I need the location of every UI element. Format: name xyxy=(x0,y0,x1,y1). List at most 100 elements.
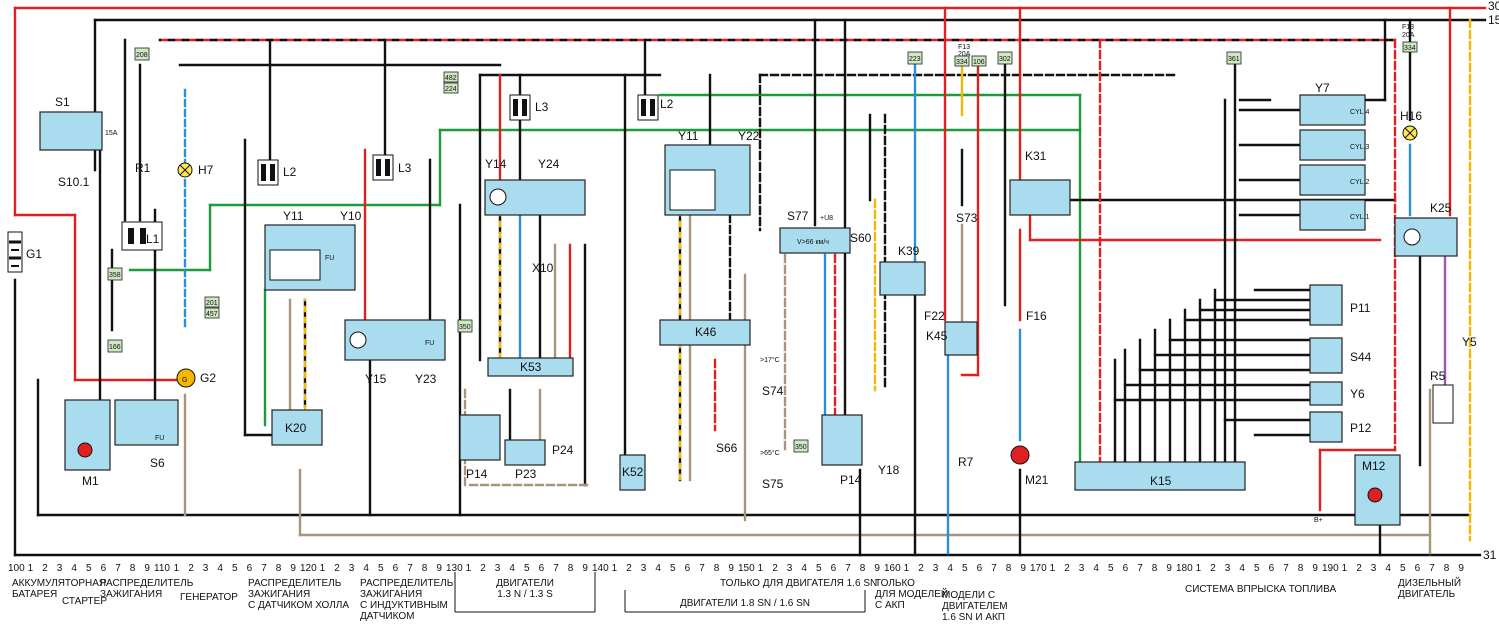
control-unit-k53: K53 xyxy=(487,357,574,377)
scale-mark: 9 xyxy=(144,563,150,574)
generator-g2: G G2 xyxy=(176,368,216,388)
tag-350b-text: 350 xyxy=(795,444,807,451)
scale-mark: 6 xyxy=(1415,563,1421,574)
g1-label: G1 xyxy=(26,247,42,261)
starter-m1: M1 xyxy=(64,399,111,488)
scale-mark: 8 xyxy=(1152,563,1158,574)
k25-label: K25 xyxy=(1430,201,1452,215)
scale-mark: 3 xyxy=(495,563,501,574)
l3b-label: L3 xyxy=(535,100,549,114)
s73-label: S73 xyxy=(956,211,978,225)
tag-334a-text: 334 xyxy=(956,59,968,66)
scale-mark: 7 xyxy=(407,563,413,574)
scale-mark: 6 xyxy=(1269,563,1275,574)
ignition-coil-l1: L1 xyxy=(121,221,163,251)
k52-label: K52 xyxy=(622,465,644,479)
k53-label: K53 xyxy=(520,360,542,374)
scale-mark: 1 xyxy=(174,563,180,574)
scale-mark: 4 xyxy=(947,563,953,574)
scale-mark: 9 xyxy=(1458,563,1464,574)
s1-label: S1 xyxy=(55,95,70,109)
g2-symbol: G xyxy=(182,377,187,384)
s77-label: S77 xyxy=(787,209,809,223)
l3a-label: L3 xyxy=(398,161,412,175)
scale-mark: 9 xyxy=(582,563,588,574)
r7-label: R7 xyxy=(958,455,974,469)
scale-mark: 7 xyxy=(1283,563,1289,574)
switch-s44: S44 xyxy=(1309,337,1372,374)
cyl1-label: CYL.1 xyxy=(1350,214,1370,221)
scale-mark: 8 xyxy=(130,563,136,574)
scale-mark: 2 xyxy=(1064,563,1070,574)
scale-mark: 9 xyxy=(728,563,734,574)
tag-482: 482 xyxy=(443,71,459,83)
scale-mark: 3 xyxy=(933,563,939,574)
scale-mark: 5 xyxy=(86,563,92,574)
scale-mark: 7 xyxy=(1429,563,1435,574)
p12-label: P12 xyxy=(1350,421,1372,435)
tag-482-text: 482 xyxy=(445,75,457,82)
starter-m12: M12 xyxy=(1354,454,1401,526)
tag-334b-text: 334 xyxy=(1404,45,1416,52)
distributor-s6: FU S6 xyxy=(114,399,179,470)
h16-label: H16 xyxy=(1400,109,1422,123)
scale-mark: 3 xyxy=(203,563,209,574)
scale-mark: 180 xyxy=(1176,563,1193,574)
scale-mark: 2 xyxy=(918,563,924,574)
f13-label: F13 xyxy=(958,44,970,51)
caption-c12: СИСТЕМА ВПРЫСКА ТОПЛИВА xyxy=(1185,584,1336,595)
ignition-coil-l3: L3 xyxy=(372,154,412,181)
scale-mark: 1 xyxy=(320,563,326,574)
f22-label: F22 xyxy=(924,309,945,323)
scale-mark: 4 xyxy=(509,563,515,574)
f13b-amps: 20A xyxy=(1402,32,1415,39)
cyl3-label: CYL.3 xyxy=(1350,144,1370,151)
scale-mark: 2 xyxy=(334,563,340,574)
scale-mark: 7 xyxy=(261,563,267,574)
p14a-label: P14 xyxy=(466,467,488,481)
speed-switch-s77: V>66 км/ч S77 +U8 xyxy=(779,209,851,254)
r5-label: R5 xyxy=(1430,369,1446,383)
caption-c2: СТАРТЕР xyxy=(62,596,107,607)
scale-mark: 7 xyxy=(991,563,997,574)
rail-31-label: 31 xyxy=(1483,548,1497,562)
scale-mark: 7 xyxy=(1137,563,1143,574)
y18-label: Y18 xyxy=(878,463,900,477)
ignition-switch-s1: S1 15A xyxy=(39,95,118,151)
scale-mark: 5 xyxy=(1254,563,1260,574)
scale-mark: 2 xyxy=(1356,563,1362,574)
scale-mark: 8 xyxy=(568,563,574,574)
injectors-y7: Y7 CYL.4 CYL.3 CYL.2 CYL.1 xyxy=(1299,81,1370,231)
y6-label: Y6 xyxy=(1350,387,1365,401)
s60-label: S60 xyxy=(850,231,872,245)
p24-label: P24 xyxy=(552,443,574,457)
relay-k25: K25 xyxy=(1394,201,1458,257)
scale-mark: 160 xyxy=(884,563,901,574)
scale-mark: 5 xyxy=(378,563,384,574)
scale-mark: 7 xyxy=(845,563,851,574)
tag-457-text: 457 xyxy=(206,311,218,318)
y11b-label: Y11 xyxy=(678,129,699,143)
scale-mark: 8 xyxy=(860,563,866,574)
scale-mark: 3 xyxy=(1079,563,1085,574)
ignition-coil-l3b: L3 xyxy=(509,94,549,121)
scale-mark: 2 xyxy=(480,563,486,574)
tag-166-text: 166 xyxy=(109,344,121,351)
scale-mark: 7 xyxy=(115,563,121,574)
ignition-coil-l2b: L2 xyxy=(637,94,674,121)
tag-350a-text: 350 xyxy=(459,324,471,331)
scale-mark: 6 xyxy=(831,563,837,574)
s74-label: S74 xyxy=(762,384,784,398)
tag-334b: 334 xyxy=(1402,41,1418,53)
scale-mark: 8 xyxy=(1006,563,1012,574)
sensor-p11: P11 xyxy=(1309,284,1371,326)
battery-g1: G1 xyxy=(7,231,42,273)
p14b-label: P14 xyxy=(840,473,862,487)
m1-label: M1 xyxy=(82,474,99,488)
tag-106-text: 106 xyxy=(973,59,985,66)
